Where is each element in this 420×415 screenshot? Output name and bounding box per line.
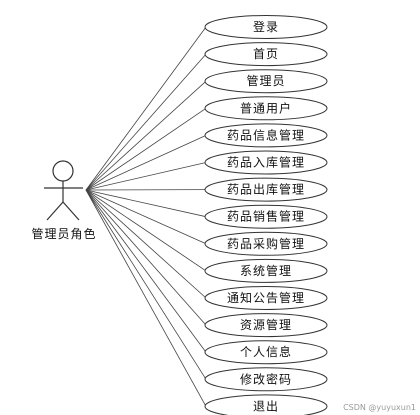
association-line xyxy=(85,189,207,407)
use-case-label: 个人信息 xyxy=(240,344,292,359)
use-case-ellipse xyxy=(204,42,328,67)
association-line xyxy=(85,189,207,218)
association-line xyxy=(85,53,207,191)
use-case: 药品采购管理 xyxy=(204,231,328,256)
use-case-label: 资源管理 xyxy=(240,317,292,332)
use-case-ellipse xyxy=(204,367,328,392)
use-case-ellipse xyxy=(204,69,328,94)
use-case: 登录 xyxy=(204,15,328,39)
actor-label: 管理员角色 xyxy=(31,226,96,241)
use-case-label: 药品销售管理 xyxy=(227,209,305,224)
association-line xyxy=(85,162,207,191)
association-line xyxy=(85,189,207,245)
use-case-list: 登录首页管理员普通用户药品信息管理药品入库管理药品出库管理药品销售管理药品采购管… xyxy=(204,15,328,415)
association-line xyxy=(85,80,207,191)
use-case-ellipse xyxy=(204,394,328,415)
use-case-ellipse xyxy=(204,204,328,229)
use-case: 药品销售管理 xyxy=(204,204,328,229)
use-case-ellipse xyxy=(204,15,328,39)
use-case-label: 普通用户 xyxy=(240,100,292,115)
actor-right-leg xyxy=(62,201,80,221)
use-case-ellipse xyxy=(204,150,328,175)
use-case-label: 药品入库管理 xyxy=(227,155,305,170)
use-case-ellipse xyxy=(204,340,328,365)
use-case: 通知公告管理 xyxy=(204,286,328,310)
use-case-label: 登录 xyxy=(253,19,279,34)
use-case: 药品出库管理 xyxy=(204,177,328,202)
use-case-label: 药品信息管理 xyxy=(227,127,305,142)
use-case: 修改密码 xyxy=(204,367,328,392)
use-case-ellipse xyxy=(204,258,328,283)
association-line xyxy=(85,107,207,191)
association-line xyxy=(85,26,207,191)
use-case-label: 管理员 xyxy=(246,73,285,88)
association-line xyxy=(85,189,207,299)
association-line xyxy=(85,189,207,353)
use-case-label: 系统管理 xyxy=(240,263,292,278)
association-line xyxy=(85,189,207,326)
association-lines xyxy=(85,26,207,407)
use-case: 药品入库管理 xyxy=(204,150,328,175)
use-case-label: 首页 xyxy=(253,47,279,61)
actor-left-leg xyxy=(46,201,64,221)
use-case-label: 修改密码 xyxy=(240,371,292,386)
association-line xyxy=(85,189,207,380)
use-case: 首页 xyxy=(204,42,328,67)
use-case-label: 通知公告管理 xyxy=(227,290,305,305)
use-case: 普通用户 xyxy=(204,96,328,121)
use-case-ellipse xyxy=(204,96,328,121)
use-case-ellipse xyxy=(204,177,328,202)
actor-admin: 管理员角色 xyxy=(31,160,96,241)
use-case: 系统管理 xyxy=(204,258,328,283)
watermark: CSDN @yuyuxun1 xyxy=(343,403,416,412)
use-case-label: 退出 xyxy=(253,399,279,413)
use-case-label: 药品出库管理 xyxy=(227,182,305,197)
use-case: 个人信息 xyxy=(204,340,328,365)
use-case: 资源管理 xyxy=(204,313,328,338)
use-case-ellipse xyxy=(204,123,328,148)
use-case-ellipse xyxy=(204,231,328,256)
association-line xyxy=(85,189,207,272)
use-case: 药品信息管理 xyxy=(204,123,328,148)
use-case-ellipse xyxy=(204,313,328,338)
use-case: 退出 xyxy=(204,394,328,415)
association-line xyxy=(85,135,207,191)
use-case-label: 药品采购管理 xyxy=(227,236,305,251)
actor-head xyxy=(52,160,74,182)
use-case: 管理员 xyxy=(204,69,328,94)
use-case-ellipse xyxy=(204,286,328,310)
